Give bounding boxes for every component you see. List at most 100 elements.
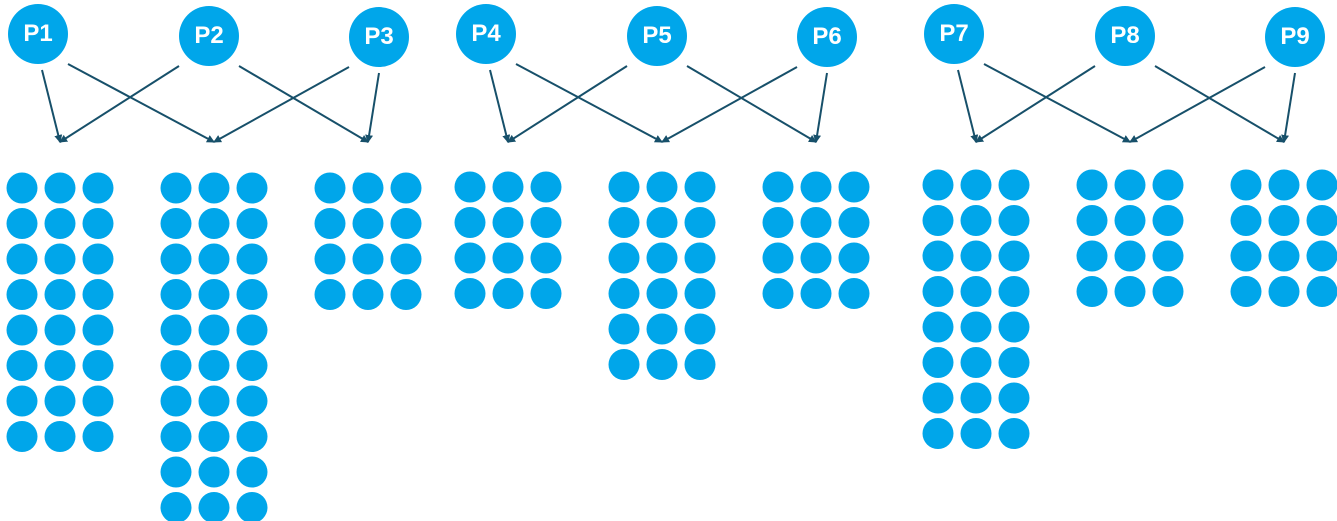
node-label-p9: P9	[1280, 23, 1310, 50]
dot	[44, 208, 76, 239]
dot	[998, 311, 1030, 343]
dot	[684, 278, 716, 309]
arrow-p1-to-column-1	[41, 69, 63, 143]
node-label-p3: P3	[364, 23, 394, 50]
dot	[998, 169, 1030, 201]
dot	[198, 492, 230, 521]
dot	[684, 171, 716, 203]
dot	[922, 276, 954, 307]
node-p4	[456, 4, 516, 64]
dot	[922, 205, 954, 236]
dot	[198, 314, 230, 346]
dot	[998, 205, 1030, 236]
dot	[608, 349, 640, 380]
arrow-p7-to-column-7	[957, 69, 979, 143]
dot	[160, 421, 192, 452]
dot	[82, 350, 114, 381]
node-label-p5: P5	[642, 22, 672, 49]
dot	[800, 171, 832, 203]
dot	[998, 418, 1030, 449]
dot	[198, 350, 230, 381]
arrow-p9-to-column-9	[1281, 72, 1296, 143]
dot	[1152, 240, 1184, 272]
dot	[922, 382, 954, 414]
node-p3	[349, 7, 409, 67]
dot	[922, 240, 954, 272]
dot	[198, 456, 230, 488]
dot	[236, 456, 268, 488]
dot	[1152, 169, 1184, 201]
dot	[160, 172, 192, 204]
dot	[314, 279, 346, 310]
dot	[236, 243, 268, 275]
arrow-p3-to-column-2	[213, 66, 350, 143]
dot	[236, 492, 268, 521]
dot	[352, 172, 384, 204]
nodes	[8, 4, 1325, 67]
dot	[314, 208, 346, 239]
dot	[762, 242, 794, 274]
dot	[1306, 169, 1337, 201]
dot	[1306, 276, 1337, 307]
dot	[1076, 240, 1108, 272]
dot	[390, 208, 422, 239]
dot	[198, 243, 230, 275]
dot	[390, 172, 422, 204]
node-label-p8: P8	[1110, 22, 1140, 49]
dot	[454, 278, 486, 309]
dot	[922, 347, 954, 378]
dot	[684, 349, 716, 380]
dot	[1268, 240, 1300, 272]
dot	[236, 314, 268, 346]
dot	[1076, 205, 1108, 236]
dot	[1306, 240, 1337, 272]
dot	[492, 207, 524, 238]
dot	[198, 421, 230, 452]
dot	[82, 385, 114, 417]
dot	[1230, 205, 1262, 236]
node-label-p1: P1	[23, 20, 53, 47]
arrow-p4-to-column-5	[515, 63, 663, 143]
dot	[44, 385, 76, 417]
dot	[960, 169, 992, 201]
dot	[160, 208, 192, 239]
dot	[44, 421, 76, 452]
arrow-p9-to-column-8	[1129, 66, 1266, 143]
dot	[800, 278, 832, 309]
node-p7	[924, 4, 984, 64]
node-p2	[179, 6, 239, 66]
node-p1	[8, 4, 68, 64]
dot	[44, 350, 76, 381]
arrow-p4-to-column-4	[489, 69, 511, 143]
arrow-p8-to-column-9	[1154, 65, 1285, 143]
dot	[6, 314, 38, 346]
dot-columns	[6, 169, 1337, 521]
dot	[960, 311, 992, 343]
dot	[44, 314, 76, 346]
dot	[1268, 205, 1300, 236]
dot	[352, 208, 384, 239]
dot	[6, 243, 38, 275]
dot	[684, 242, 716, 274]
dot	[236, 172, 268, 204]
arrow-p5-to-column-6	[686, 65, 817, 143]
dot	[44, 172, 76, 204]
node-label-p2: P2	[194, 22, 224, 49]
dot	[492, 242, 524, 274]
dot	[608, 207, 640, 238]
dot	[998, 347, 1030, 378]
arrows	[41, 63, 1296, 143]
dot	[608, 171, 640, 203]
dot	[530, 171, 562, 203]
dot	[646, 171, 678, 203]
dot	[1268, 276, 1300, 307]
dot	[352, 243, 384, 275]
dot	[198, 385, 230, 417]
dot	[6, 279, 38, 310]
dot	[198, 279, 230, 310]
dot	[838, 278, 870, 309]
dot	[6, 385, 38, 417]
dot	[160, 314, 192, 346]
